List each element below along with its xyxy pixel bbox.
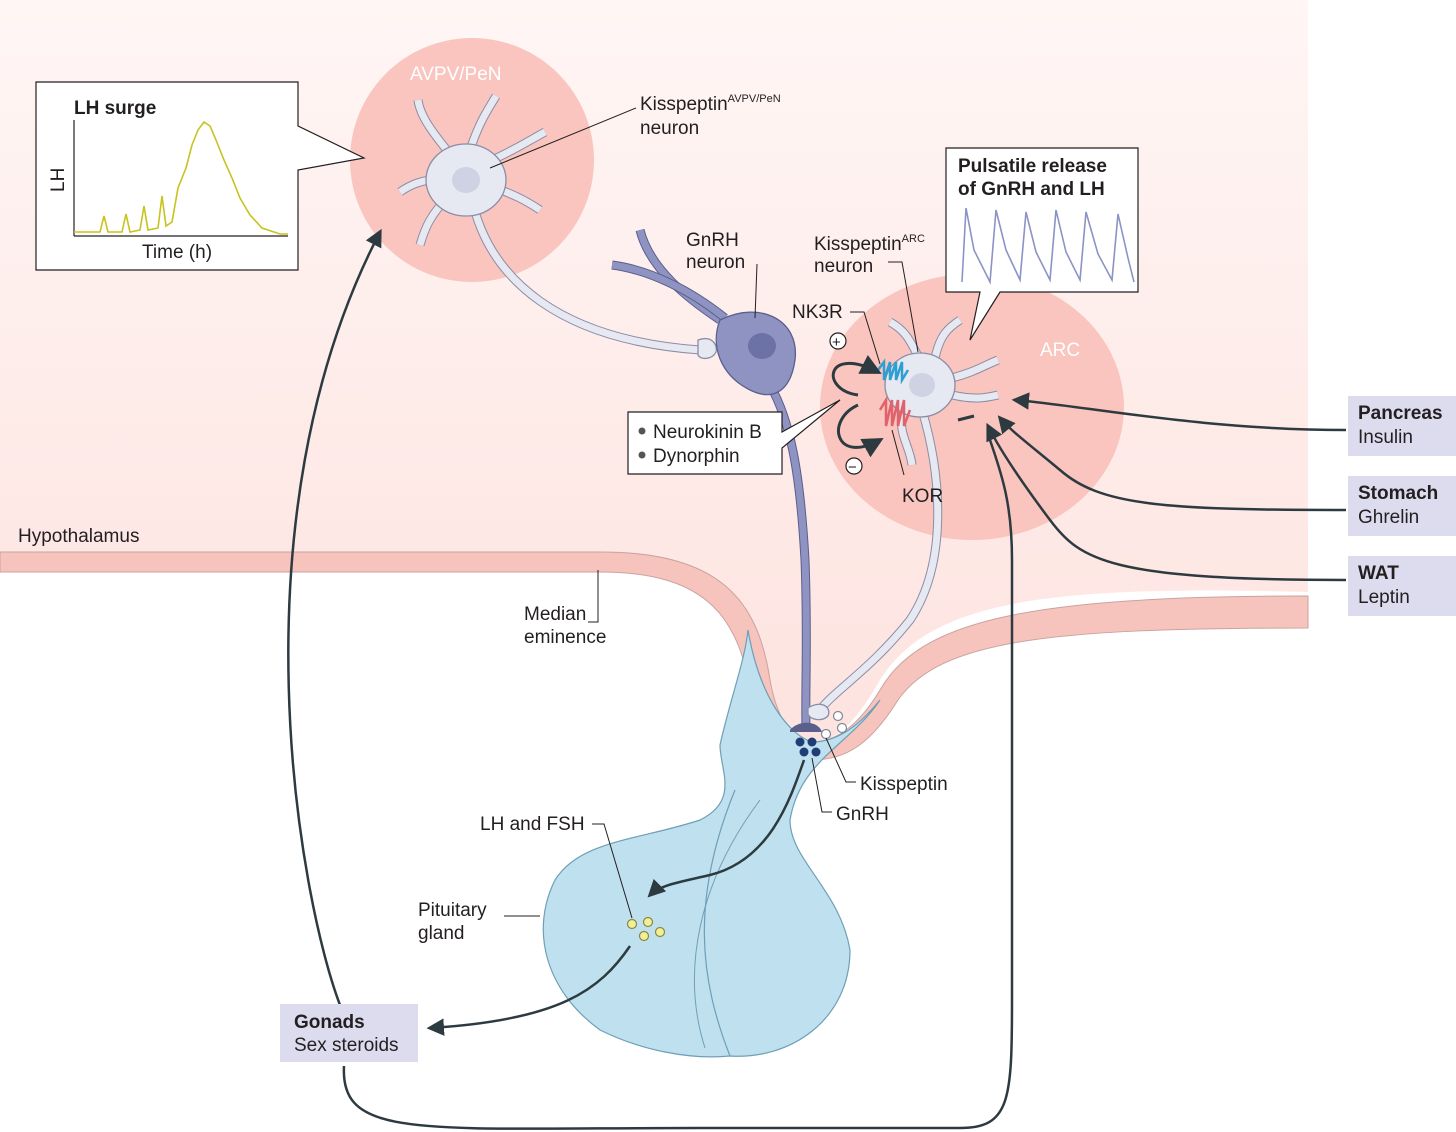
pituitary-label-2: gland [418,923,465,944]
svg-text:Pancreas: Pancreas [1358,403,1443,424]
autocrine-plus-arrow [831,355,882,397]
svg-text:Leptin: Leptin [1358,587,1410,608]
kisspeptin-granules [820,710,848,740]
plus-sign: + [832,334,841,351]
kisspeptin-secretion-label: Kisspeptin [860,774,948,795]
arrow-pituitary-to-gonads [426,945,632,1036]
kiss-avpv-label-2: neuron [640,118,699,139]
pituitary-label-1: Pituitary [418,900,487,921]
gnrh-granules [795,737,821,757]
avpv-label: AVPV/PeN [410,64,502,85]
kiss-arc-label: KisspeptinARC [814,233,925,255]
nk3r-label: NK3R [792,302,843,323]
median-eminence-label-2: eminence [524,627,606,648]
lh-surge-curve [74,120,288,235]
minus-sign: − [848,459,857,476]
kiss-arc-label-2: neuron [814,256,873,277]
inhibition-bar [957,414,975,422]
pulsatile-title-1: Pulsatile release [958,156,1107,177]
svg-text:Stomach: Stomach [1358,483,1438,504]
feedback-arrow-arc [342,439,1014,1130]
lh-surge-ylabel: LH [48,168,69,192]
neuropeptide-item-2: Dynorphin [653,446,740,467]
source-box-pancreas: Pancreas Insulin [1348,396,1456,456]
source-box-wat: WAT Leptin [1348,556,1456,616]
lh-fsh-label: LH and FSH [480,814,585,835]
kisspeptin-avpv-neuron [397,93,718,360]
pulsatile-curve [961,207,1135,285]
arrow-ghrelin [997,415,1347,512]
arrow-insulin [1011,392,1347,432]
feedback-arrow-avpv [287,228,382,1006]
svg-text:Ghrelin: Ghrelin [1358,507,1419,528]
svg-text:Insulin: Insulin [1358,427,1413,448]
kor-label: KOR [902,486,943,507]
arc-nucleus [820,274,1124,540]
pulsatile-panel: Pulsatile release of GnRH and LH [945,147,1139,341]
lh-surge-xlabel: Time (h) [142,242,212,263]
gonads-box: Gonads Sex steroids [280,1004,418,1062]
svg-text:WAT: WAT [1358,563,1399,584]
kor-receptor-icon [878,395,912,427]
neuropeptide-callout: Neurokinin B Dynorphin [627,399,841,475]
gnrh-neuron-label-1: GnRH [686,230,739,251]
autocrine-minus-arrow [837,403,884,458]
arrow-leptin [986,422,1347,582]
nk3r-receptor-icon [877,358,910,385]
gnrh-secretion-label: GnRH [836,804,889,825]
svg-text:Gonads: Gonads [294,1012,365,1033]
kiss-avpv-label: KisspeptinAVPV/PeN [640,93,781,115]
pulsatile-title-2: of GnRH and LH [958,179,1105,200]
lh-surge-title: LH surge [74,98,156,119]
hypothalamus-label: Hypothalamus [18,526,139,547]
lh-fsh-granules [626,916,666,942]
gnrh-neuron-label-2: neuron [686,252,745,273]
gnrh-neuron [611,228,822,732]
svg-text:Sex steroids: Sex steroids [294,1035,399,1056]
arc-label: ARC [1040,340,1080,361]
source-box-stomach: Stomach Ghrelin [1348,476,1456,536]
neuropeptide-item-1: Neurokinin B [653,422,762,443]
lh-surge-panel: LH surge LH Time (h) [35,81,366,271]
median-eminence-label-1: Median [524,604,586,625]
arrow-gnrh-to-pituitary [647,759,806,898]
